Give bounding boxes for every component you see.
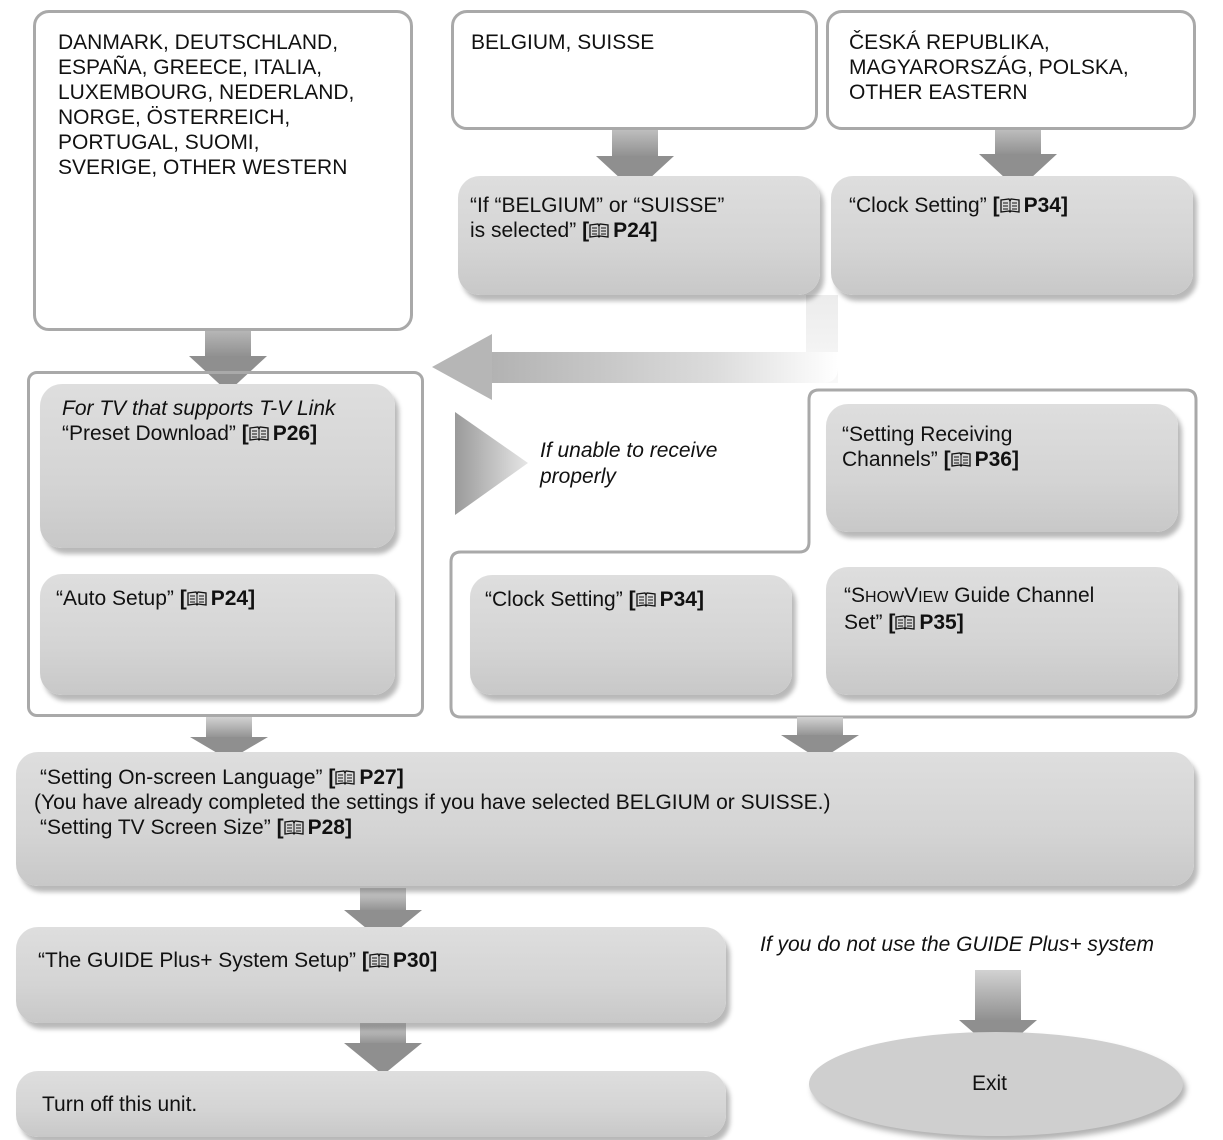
book-icon	[187, 591, 207, 606]
book-icon	[283, 820, 304, 835]
book-icon	[950, 452, 971, 467]
western-line-2: ESPAÑA, GREECE, ITALIA,	[58, 56, 323, 79]
preset-download-label: “Preset Download”	[62, 422, 236, 445]
language-note: (You have already completed the settings…	[34, 791, 831, 814]
exit-label: Exit	[972, 1072, 1008, 1095]
western-line-5: PORTUGAL, SUOMI,	[58, 131, 260, 154]
exit-ellipse	[809, 1032, 1183, 1136]
belgium-suisse-label: BELGIUM, SUISSE	[471, 31, 655, 54]
showview-line-2: Set”	[844, 611, 883, 634]
arrow-right-group-down	[781, 717, 859, 760]
clock-setting-bottom-step: “Clock Setting” [P34]	[470, 575, 792, 695]
book-icon	[635, 592, 656, 607]
auto-setup-label: “Auto Setup”	[56, 587, 174, 610]
book-icon	[369, 953, 389, 968]
eastern-line-3: OTHER EASTERN	[849, 81, 1028, 104]
turn-off-step: Turn off this unit.	[16, 1071, 726, 1137]
book-icon	[589, 223, 609, 238]
if-belgium-line-1: “If “BELGIUM” or “SUISSE”	[470, 194, 725, 217]
tv-link-note: For TV that supports T-V Link	[62, 397, 336, 420]
if-belgium-ref: [P24]	[582, 219, 658, 242]
unable-note-line-1: If unable to receive	[540, 439, 718, 462]
eastern-line-1: ČESKÁ REPUBLIKA,	[849, 31, 1050, 54]
receiving-ref: [P36]	[943, 448, 1019, 471]
showview-step: “SHOWVIEW Guide Channel Set” [P35]	[826, 567, 1178, 695]
auto-setup-step: “Auto Setup” [P24]	[40, 574, 395, 695]
guide-plus-ref: [P30]	[361, 949, 438, 972]
language-label: “Setting On-screen Language”	[40, 766, 323, 789]
clock-top-label: “Clock Setting”	[849, 194, 987, 217]
arrow-return-left	[432, 295, 838, 400]
clock-bottom-label: “Clock Setting”	[485, 588, 623, 611]
preset-download-step: For TV that supports T-V Link “Preset Do…	[40, 384, 395, 548]
turn-off-label: Turn off this unit.	[42, 1093, 198, 1116]
western-line-4: NORGE, ÖSTERREICH,	[58, 106, 291, 129]
book-icon	[249, 426, 269, 441]
if-belgium-line-2: is selected”	[470, 219, 577, 242]
guide-plus-label: “The GUIDE Plus+ System Setup”	[38, 949, 357, 972]
unable-pointer-icon	[455, 412, 528, 515]
preset-download-ref: [P26]	[241, 422, 318, 445]
if-belgium-suisse-step: “If “BELGIUM” or “SUISSE” is selected” […	[458, 176, 820, 295]
book-icon	[335, 770, 356, 785]
book-icon	[999, 198, 1020, 213]
arrow-left-group-down	[190, 717, 268, 760]
screen-size-ref: [P28]	[276, 816, 352, 839]
receiving-line-2: Channels”	[842, 448, 938, 471]
unable-note-line-2: properly	[540, 465, 616, 488]
guide-plus-setup-step: “The GUIDE Plus+ System Setup” [P30]	[16, 927, 726, 1023]
receiving-line-1: “Setting Receiving	[842, 423, 1013, 446]
right-group-outline	[449, 388, 1198, 719]
language-ref: [P27]	[328, 766, 404, 789]
auto-setup-ref: [P24]	[179, 587, 256, 610]
arrow-guide-down	[344, 1023, 422, 1075]
western-line-1: DANMARK, DEUTSCHLAND,	[58, 31, 339, 54]
clock-setting-top-step: “Clock Setting” [P34]	[831, 176, 1193, 295]
clock-bottom-ref: [P34]	[628, 588, 704, 611]
eastern-countries-box: ČESKÁ REPUBLIKA, MAGYARORSZÁG, POLSKA, O…	[826, 10, 1196, 130]
receiving-channels-step: “Setting Receiving Channels” [P36]	[826, 404, 1178, 532]
eastern-line-2: MAGYARORSZÁG, POLSKA,	[849, 56, 1129, 79]
no-guide-plus-note: If you do not use the GUIDE Plus+ system	[760, 933, 1154, 956]
western-countries-box: DANMARK, DEUTSCHLAND, ESPAÑA, GREECE, IT…	[33, 10, 413, 331]
western-line-3: LUXEMBOURG, NEDERLAND,	[58, 81, 355, 104]
showview-ref: [P35]	[888, 611, 964, 634]
clock-top-ref: [P34]	[992, 194, 1068, 217]
arrow-language-down	[344, 888, 422, 942]
screen-size-label: “Setting TV Screen Size”	[40, 816, 271, 839]
language-settings-step: “Setting On-screen Language” [P27] (You …	[16, 752, 1194, 886]
western-line-6: SVERIGE, OTHER WESTERN	[58, 156, 348, 179]
showview-line-1: “SHOWVIEW Guide Channel	[844, 584, 1095, 607]
belgium-suisse-box: BELGIUM, SUISSE	[451, 10, 818, 130]
book-icon	[895, 615, 916, 630]
left-group-outline	[27, 371, 424, 717]
